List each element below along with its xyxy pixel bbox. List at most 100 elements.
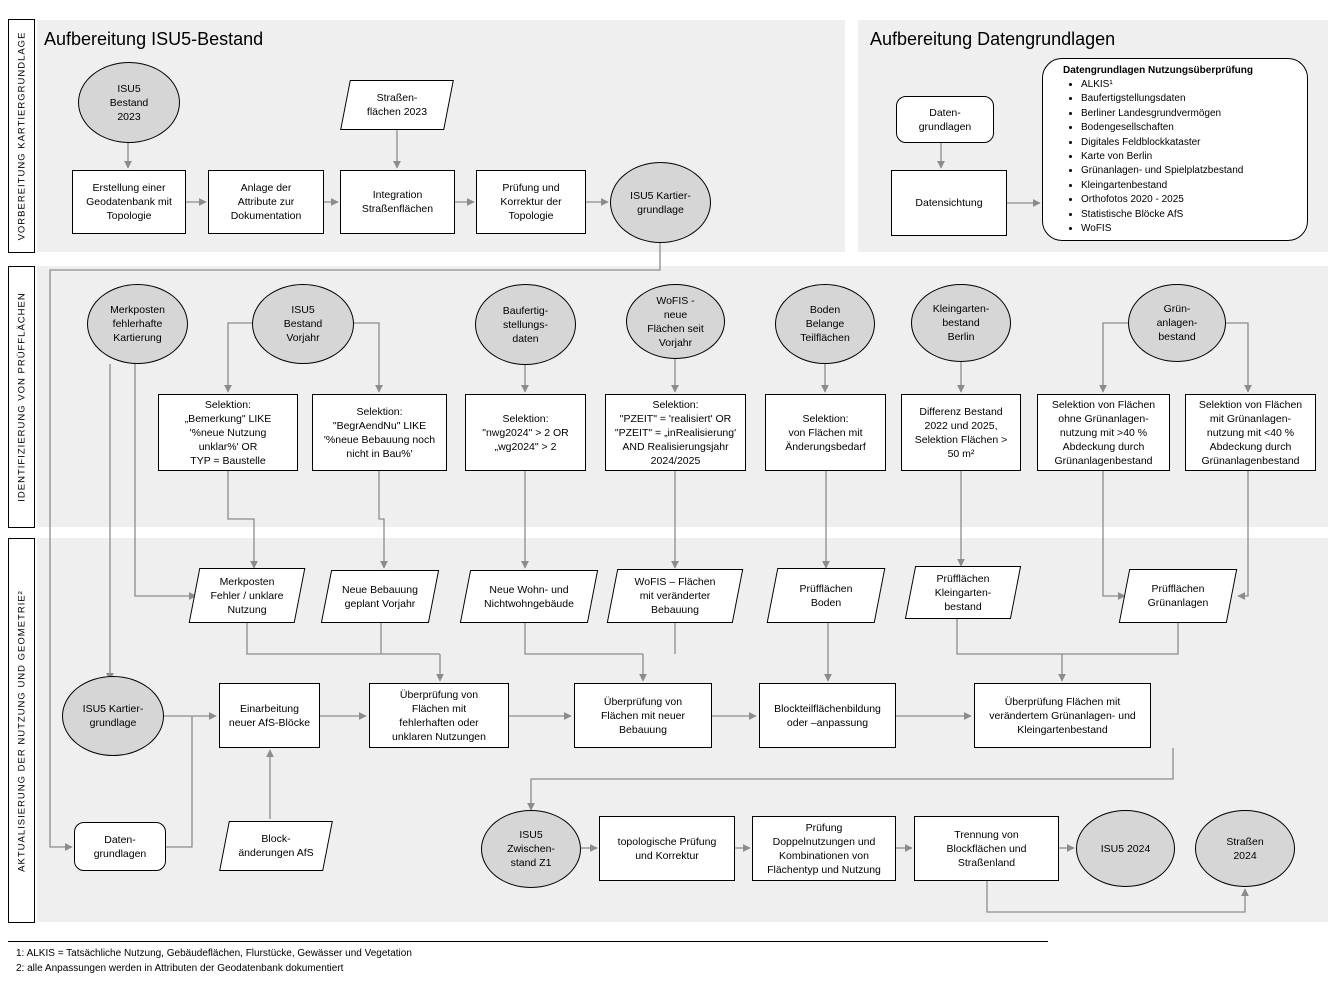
node-ueberpruefung-neue-bebauung-label: Überprüfung von Flächen mit neuer Bebauu… — [600, 695, 686, 736]
node-kleingartenbestand-berlin: Kleingarten- bestand Berlin — [911, 284, 1011, 362]
node-isu5-bestand-2023-label: ISU5 Bestand 2023 — [109, 82, 149, 123]
node-pruef-boden-label: Prüfflächen Boden — [799, 582, 853, 609]
list-item: Karte von Berlin — [1081, 150, 1297, 164]
datengrundlagen-list-title: Datengrundlagen Nutzungsüberprüfung — [1063, 65, 1253, 76]
node-isu5-kartiergrundlage-mid: ISU5 Kartier- grundlage — [62, 676, 164, 756]
node-isu5-zwischenstand-label: ISU5 Zwischen- stand Z1 — [507, 829, 555, 869]
datengrundlagen-list-box: Datengrundlagen Nutzungsüberprüfung ALKI… — [1042, 58, 1308, 241]
node-topologische-pruefung-label: topologische Prüfung und Korrektur — [617, 835, 717, 862]
datengrundlagen-list: ALKIS¹ Baufertigstellungsdaten Berliner … — [1063, 78, 1297, 236]
node-datengrundlagen-top: Daten- grundlagen — [896, 96, 994, 143]
node-wofis-neue-flaechen: WoFIS - neue Flächen seit Vorjahr — [626, 284, 725, 359]
node-pruefung-topologie-label: Prüfung und Korrektur der Topologie — [500, 182, 562, 222]
list-item: Digitales Feldblockkataster — [1081, 136, 1297, 150]
node-selektion-nwg2024-label: Selektion: "nwg2024" > 2 OR „wg2024" > 2 — [482, 412, 569, 453]
node-ueberpruefung-fehlerhaft-label: Überprüfung von Flächen mit fehlerhaften… — [392, 688, 486, 743]
node-isu5-kartiergrundlage-top-label: ISU5 Kartier- grundlage — [630, 189, 691, 216]
list-item: Grünanlagen- und Spielplatzbestand — [1081, 164, 1297, 178]
node-selektion-boden-label: Selektion: von Flächen mit Änderungsbeda… — [785, 412, 866, 453]
node-selektion-ohne-gruenanlagen: Selektion von Flächen ohne Grünanlagen- … — [1037, 394, 1170, 471]
node-pruef-kleingarten: Prüfflächen Kleingarten- bestand — [910, 566, 1016, 619]
footnote-2: 2: alle Anpassungen werden in Attributen… — [16, 963, 344, 974]
node-pruef-gruenanlagen: Prüfflächen Grünanlagen — [1124, 569, 1232, 623]
node-selektion-pzeit-label: Selektion: "PZEIT" = 'realisiert' OR "PZ… — [614, 398, 737, 467]
node-selektion-begraendnu: Selektion: "BegrAendNu" LIKE '%neue Beba… — [312, 394, 447, 471]
node-topologische-pruefung: topologische Prüfung und Korrektur — [599, 816, 735, 881]
footnote-rule — [8, 941, 1048, 942]
list-item: Orthofotos 2020 - 2025 — [1081, 193, 1297, 207]
list-item: Kleingartenbestand — [1081, 179, 1297, 193]
list-item: Bodengesellschaften — [1081, 121, 1297, 135]
node-selektion-pzeit: Selektion: "PZEIT" = 'realisiert' OR "PZ… — [605, 394, 746, 471]
node-gruenanlagenbestand: Grün- anlagen- bestand — [1128, 284, 1226, 362]
node-isu5-kartiergrundlage-top: ISU5 Kartier- grundlage — [610, 162, 711, 243]
node-integration-strassenflaechen: Integration Straßenflächen — [340, 170, 455, 234]
footnote-1: 1: ALKIS = Tatsächliche Nutzung, Gebäude… — [16, 948, 412, 959]
node-pruef-wohn-nichtwohn: Neue Wohn- und Nichtwohngebäude — [465, 570, 593, 623]
node-einarbeitung-afs-label: Einarbeitung neuer AfS-Blöcke — [228, 702, 311, 729]
node-wofis-neue-flaechen-label: WoFIS - neue Flächen seit Vorjahr — [647, 294, 704, 349]
node-datensichtung-label: Datensichtung — [915, 197, 983, 209]
title-aufbereitung-daten: Aufbereitung Datengrundlagen — [870, 29, 1116, 49]
node-isu5-2024: ISU5 2024 — [1076, 810, 1175, 887]
node-pruef-boden: Prüfflächen Boden — [772, 568, 880, 623]
node-pruef-merkposten: Merkposten Fehler / unklare Nutzung — [194, 568, 300, 623]
node-anlage-attribute: Anlage der Attribute zur Dokumentation — [208, 170, 324, 234]
node-blockaenderungen-afs-label: Block- änderungen AfS — [238, 833, 314, 859]
node-baufertigstellungsdaten: Baufertig- stellungs- daten — [475, 284, 576, 365]
node-selektion-bemerkung-label: Selektion: „Bemerkung" LIKE '%neue Nutzu… — [184, 398, 272, 467]
node-pruef-wofis-label: WoFIS – Flächen mit veränderter Bebauung — [634, 576, 716, 616]
node-blockteilflaechenbildung: Blockteilflächenbildung oder –anpassung — [759, 683, 896, 748]
node-blockaenderungen-afs: Block- änderungen AfS — [224, 821, 328, 871]
node-pruefung-doppelnutzungen-label: Prüfung Doppelnutzungen und Kombinatione… — [767, 821, 881, 876]
list-item: Berliner Landesgrundvermögen — [1081, 107, 1297, 121]
node-selektion-nwg2024: Selektion: "nwg2024" > 2 OR „wg2024" > 2 — [465, 394, 586, 471]
node-datengrundlagen-bottom: Daten- grundlagen — [74, 822, 166, 871]
node-merkposten-kartierung: Merkposten fehlerhafte Kartierung — [87, 284, 188, 364]
node-pruef-wofis: WoFIS – Flächen mit veränderter Bebauung — [612, 569, 738, 623]
node-strassenflaechen-2023-label: Straßen- flächen 2023 — [366, 92, 428, 118]
node-pruef-neue-bebauung-label: Neue Bebauung geplant Vorjahr — [342, 583, 418, 610]
node-differenz-kleingarten-label: Differenz Bestand 2022 und 2025, Selekti… — [914, 405, 1008, 460]
section-label-vorbereitung: VORBEREITUNG KARTIERGRUNDLAGE — [8, 19, 35, 253]
node-merkposten-kartierung-label: Merkposten fehlerhafte Kartierung — [110, 304, 165, 344]
node-selektion-mit-gruenanlagen-label: Selektion von Flächen mit Grünanlagen- n… — [1198, 398, 1303, 467]
node-pruefung-doppelnutzungen: Prüfung Doppelnutzungen und Kombinatione… — [752, 816, 896, 881]
node-datensichtung: Datensichtung — [891, 170, 1007, 236]
node-pruef-kleingarten-label: Prüfflächen Kleingarten- bestand — [934, 572, 992, 613]
list-item: Statistische Blöcke AfS — [1081, 208, 1297, 222]
node-datengrundlagen-top-label: Daten- grundlagen — [918, 106, 972, 133]
node-isu5-kartiergrundlage-mid-label: ISU5 Kartier- grundlage — [82, 703, 144, 729]
node-pruef-gruenanlagen-label: Prüfflächen Grünanlagen — [1147, 583, 1209, 609]
node-einarbeitung-afs: Einarbeitung neuer AfS-Blöcke — [219, 683, 320, 748]
node-boden-belange-label: Boden Belange Teilflächen — [800, 304, 850, 344]
node-trennung-blockflaechen: Trennung von Blockflächen und Straßenlan… — [914, 816, 1059, 881]
node-pruef-neue-bebauung: Neue Bebauung geplant Vorjahr — [326, 570, 434, 623]
list-item: Baufertigstellungsdaten — [1081, 92, 1297, 106]
node-anlage-attribute-label: Anlage der Attribute zur Dokumentation — [230, 182, 302, 222]
node-trennung-blockflaechen-label: Trennung von Blockflächen und Straßenlan… — [946, 828, 1027, 869]
node-erstellung-geodatenbank: Erstellung einer Geodatenbank mit Topolo… — [72, 170, 186, 234]
node-blockteilflaechenbildung-label: Blockteilflächenbildung oder –anpassung — [774, 702, 881, 729]
node-datengrundlagen-bottom-label: Daten- grundlagen — [93, 833, 147, 860]
node-kleingartenbestand-berlin-label: Kleingarten- bestand Berlin — [932, 303, 990, 343]
node-pruef-wohn-nichtwohn-label: Neue Wohn- und Nichtwohngebäude — [484, 583, 574, 610]
list-item: WoFIS — [1081, 222, 1297, 236]
node-selektion-mit-gruenanlagen: Selektion von Flächen mit Grünanlagen- n… — [1185, 394, 1316, 471]
node-strassenflaechen-2023: Straßen- flächen 2023 — [345, 80, 449, 130]
section-label-aktualisierung: AKTUALISIERUNG DER NUTZUNG UND GEOMETRIE… — [8, 538, 35, 923]
node-pruef-merkposten-label: Merkposten Fehler / unklare Nutzung — [210, 575, 284, 616]
node-ueberpruefung-gruen-kleingarten-label: Überprüfung Flächen mit verändertem Grün… — [989, 695, 1136, 736]
node-isu5-bestand-vorjahr: ISU5 Bestand Vorjahr — [252, 284, 354, 364]
node-erstellung-geodatenbank-label: Erstellung einer Geodatenbank mit Topolo… — [86, 182, 172, 222]
node-strassen-2024: Straßen 2024 — [1195, 810, 1295, 887]
node-isu5-bestand-vorjahr-label: ISU5 Bestand Vorjahr — [283, 304, 323, 344]
node-selektion-begraendnu-label: Selektion: "BegrAendNu" LIKE '%neue Beba… — [323, 405, 436, 460]
node-ueberpruefung-fehlerhaft: Überprüfung von Flächen mit fehlerhaften… — [369, 683, 509, 748]
node-strassen-2024-label: Straßen 2024 — [1226, 835, 1264, 862]
title-aufbereitung-isu5: Aufbereitung ISU5-Bestand — [44, 29, 264, 49]
node-gruenanlagenbestand-label: Grün- anlagen- bestand — [1156, 303, 1198, 343]
node-ueberpruefung-neue-bebauung: Überprüfung von Flächen mit neuer Bebauu… — [574, 683, 712, 748]
section-label-identifizierung: IDENTIFIZIERUNG VON PRÜFFLÄCHEN — [8, 266, 35, 528]
